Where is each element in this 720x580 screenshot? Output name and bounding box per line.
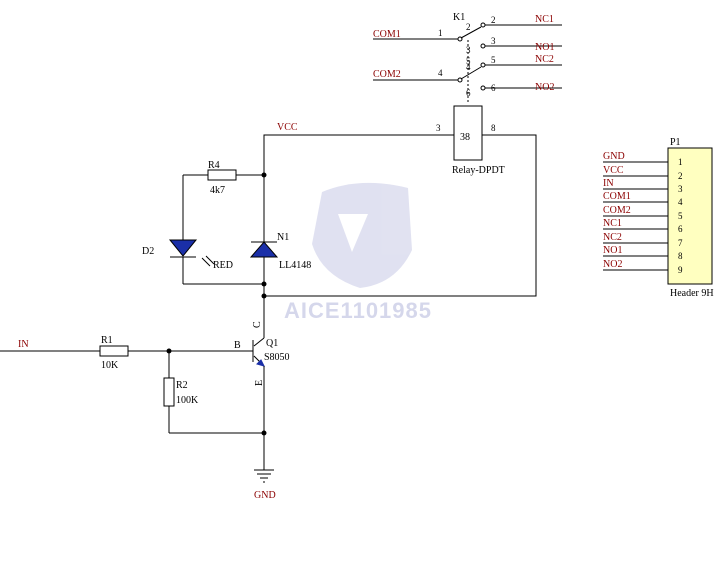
contact-com1 [457,36,463,42]
d2-emit-2 [205,255,215,265]
header-pin-8: 8 [678,251,683,261]
header-value: Header 9H [670,288,714,299]
header-pin-5: 5 [678,211,683,221]
header-signal-7: NC2 [603,232,622,243]
wire-coil-return [264,134,537,297]
header-signal-9: NO2 [603,259,622,270]
pin-coil-8: 8 [491,123,496,133]
header-signal-1: GND [603,151,625,162]
q1-c: C [252,321,263,328]
q1-ref: Q1 [266,338,278,349]
resistor-r2: R2 100K [163,351,264,434]
q1-value: S8050 [264,352,290,363]
q1-arrow [256,359,265,367]
watermark-text: AICE1101985 [284,298,432,323]
switch-arm-2 [460,66,482,80]
switch-arm-1 [460,26,482,39]
header-pin-2: 2 [678,171,683,181]
header-signal-4: COM1 [603,191,631,202]
r1-value: 10K [101,360,119,371]
relay-ref: K1 [453,12,465,23]
n1-value: LL4148 [279,260,311,271]
pin-2: 2 [491,15,496,25]
header-pin-9: 9 [678,265,683,275]
r1-ref: R1 [101,335,113,346]
header-signal-8: NO1 [603,245,622,256]
q1-b: B [234,340,241,351]
header-signal-3: IN [603,178,614,189]
pin-3: 3 [491,36,496,46]
contact-nc2 [480,62,486,68]
r2-ref: R2 [176,380,188,391]
net-no1: NO1 [535,42,554,53]
relay-value: Relay-DPDT [452,165,505,176]
pin-5: 5 [491,55,496,65]
ground-symbol: GND [254,469,276,501]
relay-coil-label: 38 [460,132,470,143]
header-pin-6: 6 [678,224,683,234]
header-p1: P1 Header 9H GND VCC IN COM1 COM2 NC1 NC… [603,137,714,299]
r1-body [99,345,129,357]
resistor-r1: IN R1 10K [0,335,253,371]
d2-ref: D2 [142,246,154,257]
contact-nc1 [480,22,486,28]
r2-value: 100K [176,395,199,406]
q1-e: E [254,380,265,386]
net-gnd: GND [254,490,276,501]
header-signal-5: COM2 [603,205,631,216]
relay-k1: K1 COM1 1 2 3 2 NC1 3 NO1 COM2 4 4 5 6 5… [373,12,562,176]
r4-value: 4k7 [210,185,225,196]
d2-value: RED [213,260,233,271]
diode-n1: N1 LL4148 [249,232,311,271]
net-com1: COM1 [373,29,401,40]
junction-dots [166,172,267,436]
pin-1: 1 [438,28,443,38]
r4-body [207,169,237,181]
d2-body [168,239,198,257]
header-pin-1: 1 [678,157,683,167]
net-nc2: NC2 [535,54,554,65]
header-pin-7: 7 [678,238,683,248]
transistor-q1: C B Q1 S8050 E [234,296,290,470]
pin-4-relay: 4 [466,62,471,72]
contact-no2 [480,85,486,91]
n1-ref: N1 [277,232,289,243]
r2-body [163,377,175,407]
contact-no1 [480,43,486,49]
header-pin-3: 3 [678,184,683,194]
n1-body [249,241,279,258]
d2-emit-1 [201,257,211,267]
watermark: AICE1101985 [284,182,432,323]
pin-coil-3: 3 [436,123,441,133]
resistor-r4: R4 4k7 [183,160,264,196]
pin-2-relay: 2 [466,22,471,32]
r4-ref: R4 [208,160,220,171]
pin-4: 4 [438,68,443,78]
relay-coil-box [453,105,483,161]
header-signal-2: VCC [603,165,624,176]
net-com2: COM2 [373,69,401,80]
net-no2: NO2 [535,82,554,93]
header-body [667,147,713,285]
pin-6: 6 [491,83,496,93]
led-d2: D2 RED [142,175,233,284]
header-ref: P1 [670,137,681,148]
q1-collector [253,337,265,347]
net-nc1: NC1 [535,14,554,25]
net-in: IN [18,339,29,350]
header-pin-4: 4 [678,197,683,207]
net-vcc: VCC [277,122,298,133]
contact-com2 [457,77,463,83]
header-signal-6: NC1 [603,218,622,229]
